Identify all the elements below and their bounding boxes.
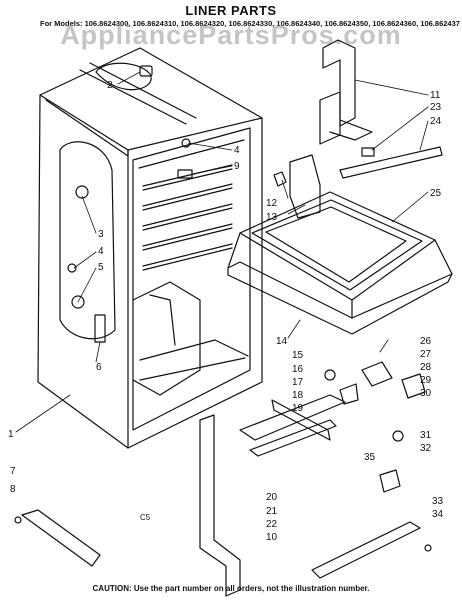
part-label-21: 21 — [266, 506, 278, 517]
air-duct-assembly — [319, 39, 443, 179]
part-label-8: 8 — [10, 484, 16, 495]
part-label-19: 19 — [292, 403, 304, 414]
page-title: LINER PARTS — [185, 3, 277, 18]
part-label-9: 9 — [234, 161, 240, 172]
part-label-1: 1 — [8, 429, 14, 440]
cabinet-hardware — [67, 65, 193, 343]
bottom-trim-right — [311, 469, 432, 579]
breaker-strip — [199, 414, 241, 597]
caution-note: CAUTION: Use the part number on all orde… — [92, 584, 370, 593]
part-label-23: 23 — [430, 102, 442, 113]
door-stop-bracket — [273, 154, 321, 219]
part-label-3: 3 — [98, 229, 104, 240]
models-line: For Models: 106.8624300, 106.8624310, 10… — [40, 19, 460, 28]
part-labels: 2 4 9 3 4 5 6 1 7 8 11 23 24 12 13 25 14… — [8, 80, 444, 543]
part-label-34: 34 — [432, 509, 444, 520]
part-label-32: 32 — [420, 443, 432, 454]
part-label-12: 12 — [266, 198, 278, 209]
leader-lines — [15, 71, 429, 433]
part-label-17: 17 — [292, 377, 304, 388]
part-label-7: 7 — [10, 466, 16, 477]
part-label-24: 24 — [430, 116, 442, 127]
part-label-25: 25 — [430, 188, 442, 199]
lower-channel — [239, 394, 346, 457]
part-label-13: 13 — [266, 212, 278, 223]
part-label-33: 33 — [432, 496, 444, 507]
part-label-2: 2 — [107, 80, 113, 91]
part-label-6: 6 — [96, 362, 102, 373]
part-label-15: 15 — [292, 350, 304, 361]
part-label-27: 27 — [420, 349, 432, 360]
thermostat-group — [271, 361, 426, 442]
part-label-26: 26 — [420, 336, 432, 347]
part-label-35: 35 — [364, 452, 376, 463]
drawer-tray — [227, 191, 453, 335]
part-label-5: 5 — [98, 262, 104, 273]
part-label-31: 31 — [420, 430, 432, 441]
part-label-20: 20 — [266, 492, 278, 503]
part-label-18: 18 — [292, 390, 304, 401]
bottom-trim-left — [14, 509, 101, 567]
part-label-10: 10 — [266, 532, 278, 543]
diagram-code: C5 — [140, 513, 151, 522]
part-label-29: 29 — [420, 375, 432, 386]
part-label-14: 14 — [276, 336, 288, 347]
part-label-30: 30 — [420, 388, 432, 399]
liner-cabinet — [37, 47, 263, 449]
part-label-16: 16 — [292, 364, 304, 375]
part-label-11: 11 — [430, 90, 441, 101]
part-label-28: 28 — [420, 362, 432, 373]
part-label-4b: 4 — [98, 246, 104, 257]
part-label-22: 22 — [266, 519, 278, 530]
part-label-4a: 4 — [234, 145, 240, 156]
